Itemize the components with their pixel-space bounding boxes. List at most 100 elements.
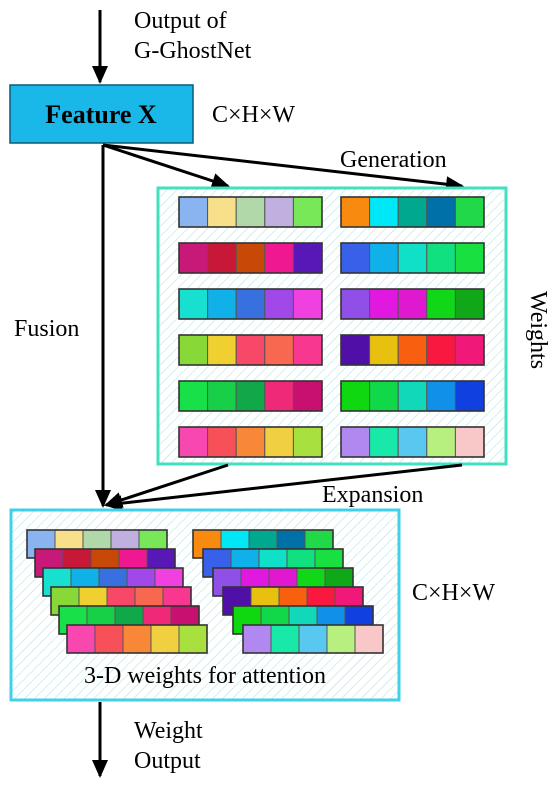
- weight-cell: [242, 624, 272, 654]
- weight-cell: [340, 288, 371, 320]
- weight-cell: [426, 242, 456, 274]
- label-line: Output: [134, 748, 201, 774]
- weight-strip-border: [340, 288, 485, 320]
- weight-cell: [426, 288, 456, 320]
- weight-cell: [292, 334, 323, 366]
- weight-cell: [207, 380, 237, 412]
- weight-cell: [454, 334, 485, 366]
- weight-cell: [354, 624, 384, 654]
- weight-cell: [369, 334, 399, 366]
- attention-label: 3-D weights for attention: [84, 663, 326, 689]
- weight-cell: [264, 288, 294, 320]
- label-line: Weight: [134, 718, 203, 744]
- weight-cell: [264, 380, 294, 412]
- weight-cell: [426, 334, 456, 366]
- weight-strip-border: [178, 196, 323, 228]
- weight-cell: [235, 426, 266, 458]
- attention-stack-left: [26, 529, 208, 654]
- weight-strip-right: [340, 242, 485, 274]
- weights-grid: [178, 196, 485, 458]
- weight-strip-right: [340, 288, 485, 320]
- weight-strip-right: [340, 196, 485, 228]
- weight-cell: [340, 380, 371, 412]
- weight-cell: [178, 380, 209, 412]
- weight-cell: [150, 624, 180, 654]
- weight-strip-left: [178, 242, 323, 274]
- weight-cell: [298, 624, 328, 654]
- weight-cell: [235, 288, 266, 320]
- fusion-label: Fusion: [14, 316, 79, 342]
- weight-strip-right: [340, 380, 485, 412]
- weight-cell: [178, 288, 209, 320]
- weight-strip-border: [178, 242, 323, 274]
- expansion-arrow-left: [104, 463, 229, 508]
- weight-strip-border: [340, 334, 485, 366]
- weight-cell: [178, 426, 209, 458]
- weight-cell: [207, 242, 237, 274]
- feature-x-box: [9, 84, 194, 144]
- weight-strip-border: [66, 624, 208, 654]
- weight-cell: [122, 624, 152, 654]
- weight-cell: [178, 624, 208, 654]
- expansion-label: Expansion: [322, 482, 423, 508]
- weight-cell: [292, 196, 323, 228]
- weight-cell: [397, 426, 428, 458]
- weight-cell: [292, 288, 323, 320]
- weight-cell: [369, 380, 399, 412]
- weight-cell: [178, 196, 209, 228]
- weight-cell: [235, 334, 266, 366]
- weight-strip-border: [340, 380, 485, 412]
- weight-cell: [178, 242, 209, 274]
- attention-stack-right: [192, 529, 384, 654]
- weight-cell: [397, 334, 428, 366]
- weight-cell: [270, 624, 300, 654]
- weight-cell: [207, 334, 237, 366]
- weight-cell: [397, 380, 428, 412]
- weight-cell: [264, 242, 294, 274]
- weight-strip-left: [178, 196, 323, 228]
- weight-strip-border: [178, 380, 323, 412]
- dims-top-label: C×H×W: [212, 102, 295, 128]
- weight-strip-border: [340, 242, 485, 274]
- weight-strip-border: [178, 288, 323, 320]
- label-line: G-GhostNet: [134, 38, 252, 64]
- stacked-strip-right: [242, 624, 384, 654]
- weight-cell: [426, 380, 456, 412]
- weight-strip-left: [178, 380, 323, 412]
- weight-strip-border: [178, 334, 323, 366]
- weight-strip-left: [178, 334, 323, 366]
- weights-label: Weights: [525, 291, 550, 369]
- feature-x-label: Feature X: [45, 100, 157, 129]
- weight-cell: [340, 334, 371, 366]
- weight-cell: [235, 196, 266, 228]
- weight-cell: [454, 196, 485, 228]
- weights-frame: [156, 186, 508, 466]
- weight-cell: [369, 426, 399, 458]
- weight-strip-border: [242, 624, 384, 654]
- weight-cell: [340, 426, 371, 458]
- weight-cell: [454, 242, 485, 274]
- weight-cell: [207, 426, 237, 458]
- weight-cell: [264, 426, 294, 458]
- stacked-strip-left: [66, 624, 208, 654]
- weight-strip-right: [340, 426, 485, 458]
- weight-cell: [292, 380, 323, 412]
- weight-cell: [340, 242, 371, 274]
- expansion-arrow-right: [104, 463, 463, 512]
- weight-strip-border: [340, 196, 485, 228]
- weight-cell: [178, 334, 209, 366]
- weight-cell: [397, 242, 428, 274]
- weight-cell: [264, 334, 294, 366]
- weight-strip-border: [340, 426, 485, 458]
- weight-strip-left: [178, 426, 323, 458]
- weight-cell: [340, 196, 371, 228]
- weight-cell: [66, 624, 96, 654]
- weight-cell: [235, 242, 266, 274]
- weight-cell: [292, 242, 323, 274]
- weight-strip-right: [340, 334, 485, 366]
- generation-label: Generation: [340, 147, 447, 173]
- weight-cell: [426, 426, 456, 458]
- generation-arrow-right: [102, 143, 464, 193]
